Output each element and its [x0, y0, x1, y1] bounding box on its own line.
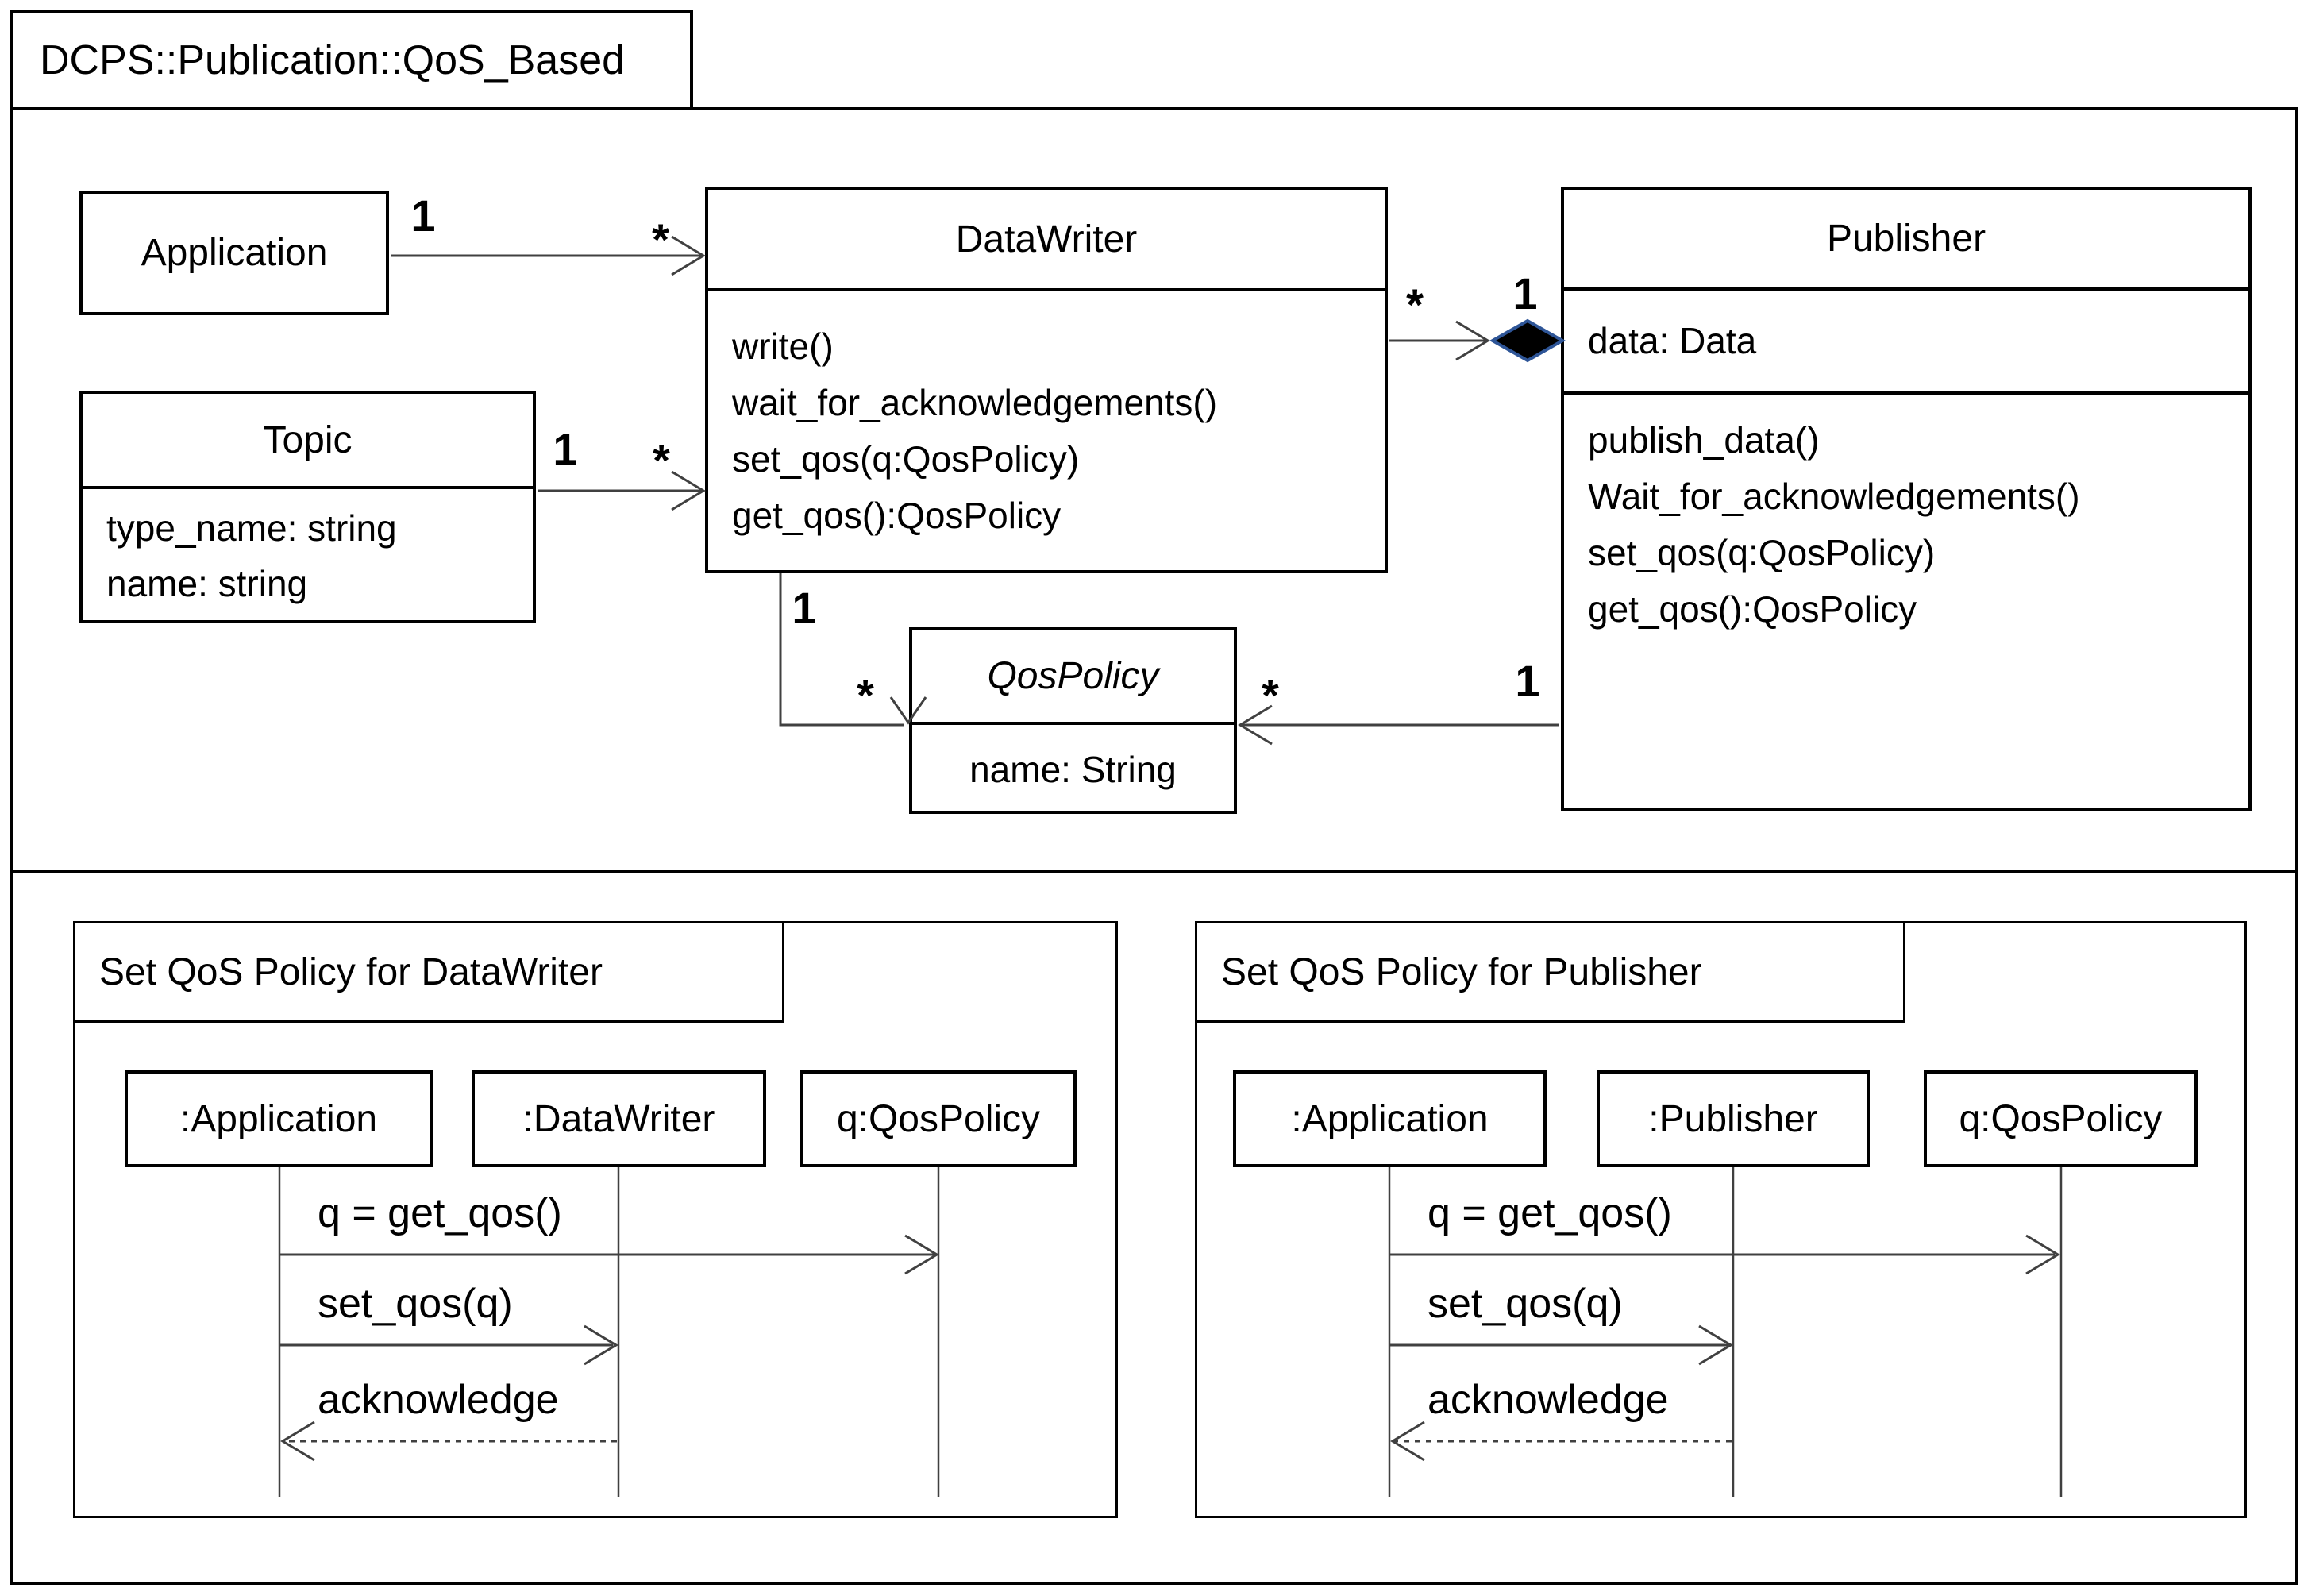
class-box-application: Application	[79, 191, 389, 315]
qospolicy-attributes: name: String	[912, 725, 1234, 814]
lifeline-head-application-left: :Application	[125, 1070, 433, 1167]
datawriter-operation: set_qos(q:QosPolicy)	[732, 438, 1080, 480]
class-name-datawriter: DataWriter	[955, 218, 1138, 260]
package-title: DCPS::Publication::QoS_Based	[40, 37, 626, 83]
multiplicity-app-dw-source: 1	[410, 191, 436, 241]
class-box-qospolicy: QosPolicy name: String	[909, 627, 1237, 814]
class-name-qospolicy: QosPolicy	[987, 655, 1159, 697]
multiplicity-topic-dw-target: *	[653, 435, 670, 485]
class-box-datawriter: DataWriter write() wait_for_acknowledgem…	[705, 187, 1388, 573]
class-name-topic: Topic	[263, 418, 353, 461]
multiplicity-app-dw-target: *	[652, 214, 669, 264]
message-label-getqos-right: q = get_qos()	[1428, 1190, 1672, 1236]
publisher-attributes: data: Data	[1564, 291, 2248, 395]
multiplicity-dw-qos-source: 1	[792, 583, 817, 633]
publisher-operations: publish_data() Wait_for_acknowledgements…	[1564, 395, 2248, 638]
message-label-setqos-left: set_qos(q)	[318, 1281, 513, 1327]
class-name-publisher-compartment: Publisher	[1564, 190, 2248, 291]
lifeline-head-qospolicy-left: q:QosPolicy	[800, 1070, 1077, 1167]
class-name-application: Application	[141, 232, 328, 274]
multiplicity-dw-pub-target: 1	[1512, 268, 1538, 318]
sequence-title-text: Set QoS Policy for Publisher	[1221, 950, 1702, 993]
sequence-title-text: Set QoS Policy for DataWriter	[99, 950, 603, 993]
class-box-publisher: Publisher data: Data publish_data() Wait…	[1561, 187, 2252, 811]
topic-attribute: name: string	[106, 563, 308, 604]
publisher-operation: get_qos():QosPolicy	[1588, 588, 1917, 630]
class-name-qospolicy-compartment: QosPolicy	[912, 630, 1234, 725]
publisher-operation: Wait_for_acknowledgements()	[1588, 476, 2080, 517]
lifeline-head-publisher: :Publisher	[1597, 1070, 1870, 1167]
package-title-tab: DCPS::Publication::QoS_Based	[10, 10, 693, 110]
multiplicity-dw-pub-source: *	[1406, 279, 1424, 330]
multiplicity-dw-qos-target: *	[857, 670, 874, 720]
sequence-title-datawriter: Set QoS Policy for DataWriter	[73, 921, 784, 1023]
lifeline-label: q:QosPolicy	[1959, 1097, 2163, 1140]
datawriter-operation: wait_for_acknowledgements()	[732, 382, 1218, 423]
lifeline-label: :DataWriter	[522, 1097, 715, 1140]
message-label-acknowledge-left: acknowledge	[318, 1377, 559, 1423]
message-label-acknowledge-right: acknowledge	[1428, 1377, 1669, 1423]
publisher-operation: set_qos(q:QosPolicy)	[1588, 532, 1936, 573]
qospolicy-attribute: name: String	[969, 749, 1177, 790]
topic-attribute: type_name: string	[106, 507, 397, 549]
lifeline-head-datawriter: :DataWriter	[472, 1070, 766, 1167]
lifeline-head-application-right: :Application	[1233, 1070, 1547, 1167]
class-name-publisher: Publisher	[1826, 217, 1986, 260]
multiplicity-topic-dw-source: 1	[553, 424, 578, 474]
message-label-setqos-right: set_qos(q)	[1428, 1281, 1623, 1327]
class-name-topic-compartment: Topic	[83, 394, 533, 489]
publisher-operation: publish_data()	[1588, 419, 1820, 461]
topic-attributes: type_name: string name: string	[83, 489, 533, 611]
publisher-attribute: data: Data	[1588, 320, 1757, 361]
message-label-getqos-left: q = get_qos()	[318, 1190, 562, 1236]
lifeline-label: :Publisher	[1648, 1097, 1818, 1140]
datawriter-operation: write()	[732, 326, 834, 367]
datawriter-operation: get_qos():QosPolicy	[732, 495, 1062, 536]
sequence-title-publisher: Set QoS Policy for Publisher	[1195, 921, 1905, 1023]
class-box-topic: Topic type_name: string name: string	[79, 391, 536, 623]
datawriter-operations: write() wait_for_acknowledgements() set_…	[708, 291, 1385, 544]
multiplicity-pub-qos-source: 1	[1515, 656, 1540, 706]
section-divider	[10, 870, 2298, 873]
lifeline-head-qospolicy-right: q:QosPolicy	[1924, 1070, 2198, 1167]
lifeline-label: q:QosPolicy	[836, 1097, 1041, 1140]
multiplicity-pub-qos-target: *	[1262, 670, 1279, 720]
lifeline-label: :Application	[1291, 1097, 1489, 1140]
lifeline-label: :Application	[179, 1097, 378, 1140]
class-name-datawriter-compartment: DataWriter	[708, 190, 1385, 291]
